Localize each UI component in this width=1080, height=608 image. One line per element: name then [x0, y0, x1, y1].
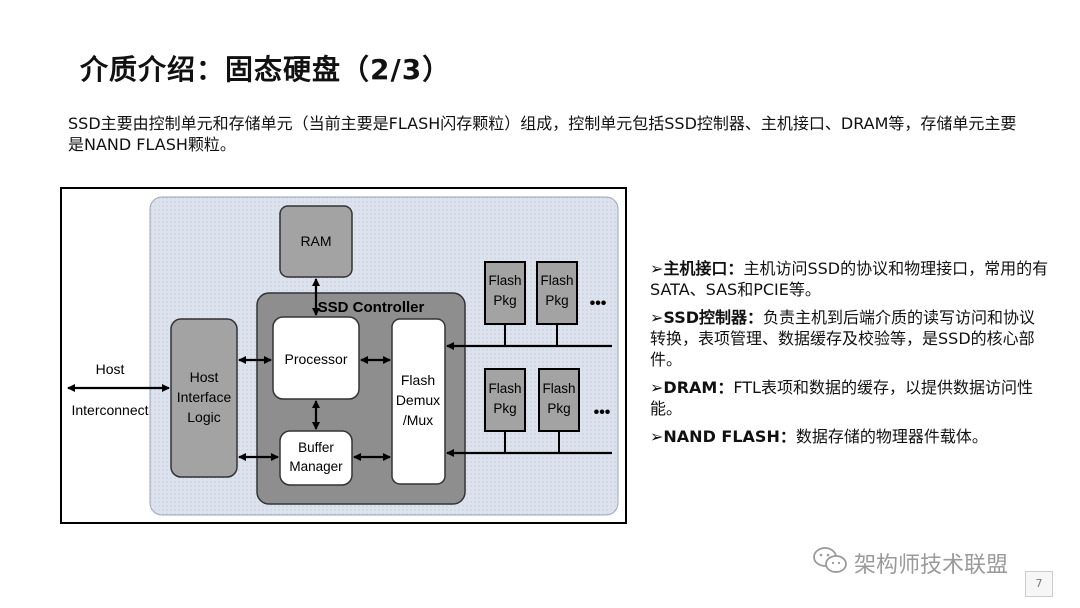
host-interface-logic-block: Host Interface Logic: [170, 318, 238, 478]
watermark: 架构师技术联盟: [812, 545, 1008, 581]
buffer-manager-block: Buffer Manager: [279, 430, 353, 486]
flash-pkg-2: Flash Pkg: [536, 261, 578, 346]
connector-arrows: [67, 278, 612, 461]
flash-pkg-3: Flash Pkg: [484, 368, 526, 453]
svg-text:Pkg: Pkg: [545, 293, 568, 308]
intro-paragraph: SSD主要由控制单元和存储单元（当前主要是FLASH闪存颗粒）组成，控制单元包括…: [68, 114, 1017, 154]
watermark-text: 架构师技术联盟: [854, 553, 1009, 578]
component-bullet-list: ➢主机接口：主机访问SSD的协议和物理接口，常用的有SATA、SAS和PCIE等…: [650, 258, 1050, 454]
host-label: Host: [96, 361, 125, 377]
host-interface-label-2: Interface: [177, 389, 232, 405]
slide-title: 介质介绍：固态硬盘（2/3）: [80, 53, 452, 86]
flash-pkg-ellipsis-top: •••: [590, 295, 607, 312]
bullet-host-interface: ➢主机接口：主机访问SSD的协议和物理接口，常用的有SATA、SAS和PCIE等…: [650, 259, 1049, 299]
processor-block: Processor: [272, 316, 360, 400]
svg-text:Pkg: Pkg: [493, 401, 516, 416]
flash-demux-label-1: Flash: [401, 372, 435, 388]
flash-demux-label-2: Demux: [396, 392, 440, 408]
host-interface-label-1: Host: [190, 369, 219, 385]
processor-label: Processor: [284, 351, 347, 367]
flash-demux-label-3: /Mux: [403, 412, 433, 428]
svg-text:Pkg: Pkg: [493, 293, 516, 308]
buffer-manager-label-2: Manager: [289, 459, 343, 474]
flash-pkg-ellipsis-bottom: •••: [594, 404, 611, 421]
buffer-manager-label-1: Buffer: [298, 440, 334, 455]
ssd-controller-label: SSD Controller: [318, 299, 425, 316]
ram-block: RAM: [279, 205, 353, 278]
flash-pkg-4: Flash Pkg: [538, 368, 580, 453]
svg-text:Flash: Flash: [540, 273, 573, 288]
svg-text:Flash: Flash: [488, 273, 521, 288]
host-interface-label-3: Logic: [187, 409, 220, 425]
svg-text:Flash: Flash: [488, 381, 521, 396]
ssd-architecture-diagram: RAM SSD Controller Processor Buffer Mana…: [60, 187, 627, 524]
bullet-dram: ➢DRAM：FTL表项和数据的缓存，以提供数据访问性能。: [650, 378, 1033, 418]
ram-label: RAM: [300, 233, 331, 249]
svg-text:Pkg: Pkg: [547, 401, 570, 416]
flash-pkg-1: Flash Pkg: [484, 261, 526, 346]
bullet-ssd-controller: ➢SSD控制器：负责主机到后端介质的读写访问和协议转换，表项管理、数据缓存及校验…: [650, 308, 1036, 369]
svg-text:Flash: Flash: [542, 381, 575, 396]
wechat-icon: [812, 545, 848, 581]
flash-demux-block: Flash Demux /Mux: [391, 318, 446, 485]
bullet-nand-flash: ➢NAND FLASH：数据存储的物理器件载体。: [650, 427, 988, 446]
interconnect-label: Interconnect: [71, 402, 148, 418]
page-number: 7: [1025, 571, 1053, 597]
